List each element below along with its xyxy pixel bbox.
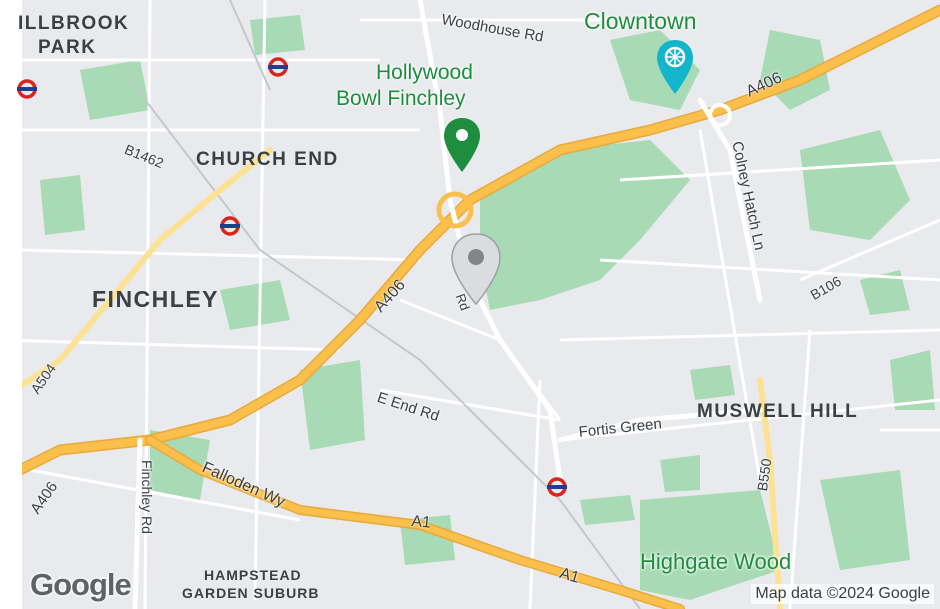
park-mid-lower <box>300 360 365 450</box>
road-a504 <box>0 147 273 403</box>
minor-road <box>619 158 940 182</box>
area-label-garden-suburb: GARDEN SUBURB <box>182 585 320 601</box>
minor-road <box>799 218 940 282</box>
minor-road <box>143 0 152 609</box>
poi-label-hollywood[interactable]: Hollywood <box>376 61 473 84</box>
underground-roundel-icon[interactable] <box>219 215 241 237</box>
area-label-church-end: CHURCH END <box>196 149 339 170</box>
road-fortis <box>557 407 763 443</box>
minor-road <box>19 248 421 262</box>
underground-roundel-icon[interactable] <box>16 78 38 100</box>
map-left-edge <box>0 0 22 609</box>
google-logo: Google <box>30 567 132 602</box>
park-small-5 <box>860 270 910 315</box>
park-big-wood <box>480 140 690 310</box>
park-bottom-right <box>820 470 910 570</box>
park-small-1 <box>890 350 935 410</box>
area-label-illbrook-park: PARK <box>38 37 97 58</box>
minor-road <box>528 379 542 609</box>
park-left-1 <box>80 60 150 120</box>
underground-roundel-icon[interactable] <box>546 476 568 498</box>
amusement-park-pin-icon[interactable] <box>655 38 695 101</box>
minor-road <box>399 298 562 421</box>
road-label-a1-mid: A1 <box>410 513 432 532</box>
park-small-8 <box>690 365 735 400</box>
roundabout <box>708 103 732 127</box>
road-finchley-rd <box>132 437 143 609</box>
minor-road <box>788 329 812 609</box>
road-label-finchley-rd: Finchley Rd <box>139 460 155 534</box>
park-finchley <box>220 280 290 330</box>
park-highgate <box>640 490 780 600</box>
poi-label-clowntown[interactable]: Clowntown <box>584 8 697 34</box>
minor-road <box>253 0 267 601</box>
minor-road <box>698 129 762 481</box>
area-label-hampstead: HAMPSTEAD <box>204 567 302 583</box>
poi-label-highgate-wood[interactable]: Highgate Wood <box>640 549 792 574</box>
green-location-pin-icon[interactable] <box>442 116 482 179</box>
park-right-1 <box>800 130 910 240</box>
roundabout <box>436 191 474 229</box>
park-small-3 <box>580 495 635 525</box>
poi-label-bowl-finchley[interactable]: Bowl Finchley <box>336 87 466 110</box>
minor-road <box>0 338 341 352</box>
area-label-illbrook: ILLBROOK <box>18 13 130 34</box>
grey-location-pin-icon[interactable] <box>449 232 503 311</box>
road-a1 <box>146 436 684 609</box>
park-small-7 <box>250 15 305 55</box>
park-small-2 <box>660 455 700 492</box>
minor-road <box>599 258 940 282</box>
minor-road <box>379 388 561 422</box>
railway <box>229 0 271 91</box>
area-label-finchley: FINCHLEY <box>92 286 219 312</box>
road-b550 <box>757 377 783 609</box>
area-label-muswell-hill: MUSWELL HILL <box>697 401 859 422</box>
map-attribution[interactable]: Map data ©2024 Google <box>751 584 934 604</box>
minor-road <box>559 328 940 342</box>
minor-road <box>29 468 301 522</box>
parks-layer <box>40 15 935 600</box>
underground-roundel-icon[interactable] <box>267 56 289 78</box>
park-small-6 <box>40 175 85 235</box>
